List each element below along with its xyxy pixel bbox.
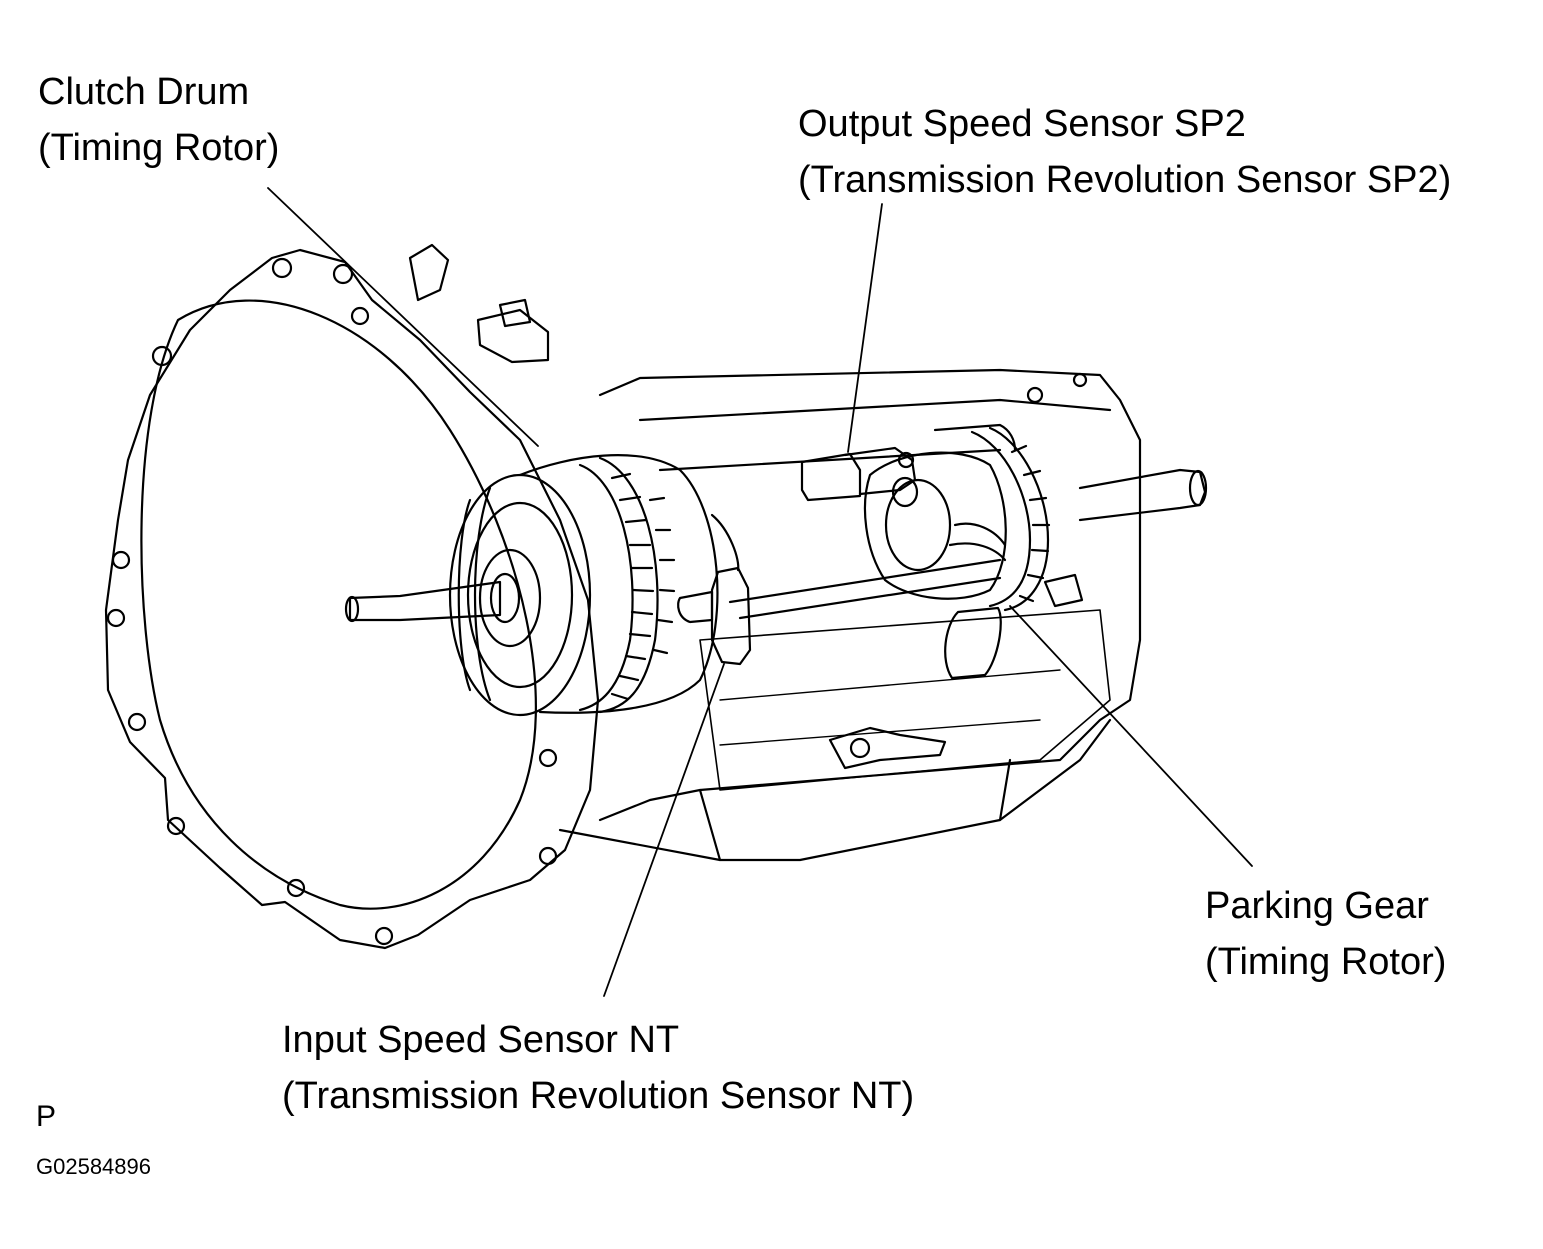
label-clutch-drum: Clutch Drum (Timing Rotor) [38,64,279,176]
output-speed-sensor-title: Output Speed Sensor SP2 [798,103,1246,145]
lower-bracket [828,726,947,770]
rotor-stripe [953,522,1007,547]
output-speed-sensor-mount [843,446,917,496]
bolt-hole [111,550,131,570]
clutch-drum-title: Clutch Drum [38,71,250,113]
bolt-hole [350,306,370,326]
bolt-hole [151,345,173,367]
bolt-hole [166,816,186,836]
friction-plate [457,498,472,692]
output-rotor-housing [863,451,1007,600]
clutch-drum-body [518,454,719,714]
parking-gear [988,426,1050,612]
bolt-hole [538,748,558,768]
long-shaft [738,576,1002,620]
case-bolt [1072,372,1088,388]
input-speed-sensor-bracket [710,513,740,572]
output-speed-sensor-subtitle: (Transmission Revolution Sensor SP2) [798,159,1452,201]
top-fitting [476,308,550,364]
bolt-hole [106,608,126,628]
clutch-drum-face-inner [466,501,574,689]
parking-gear [970,430,1032,608]
clutch-drum-subtitle: (Timing Rotor) [38,127,280,169]
main-case-lower [558,718,1112,862]
bolt-hole [286,878,306,898]
label-output-speed-sensor: Output Speed Sensor SP2 (Transmission Re… [798,96,1451,208]
parking-gear-ring [933,423,1017,452]
bolt-hole [374,926,394,946]
bolt-hole [538,846,558,866]
output-shaft-end [1188,469,1208,507]
valve-body-line [719,669,1061,701]
case-ridge [698,788,722,862]
main-case [598,368,1142,822]
output-shaft [1078,468,1207,522]
input-shaft [348,580,502,622]
figure-id: G02584896 [36,1154,151,1179]
label-parking-gear: Parking Gear (Timing Rotor) [1205,878,1446,990]
parking-pawl [944,606,1002,680]
footer-marker: P [36,1100,57,1133]
case-ridge [998,758,1012,822]
leader-parking-gear [1009,605,1253,867]
parking-gear-subtitle: (Timing Rotor) [1205,941,1447,983]
rotor-stripe [948,542,1007,562]
valve-body [699,609,1111,791]
input-speed-sensor-tip [677,590,714,624]
lower-bolt [849,737,871,759]
output-rotor-bore [884,478,952,572]
long-shaft [728,558,1002,604]
input-shaft-end [344,595,360,623]
leader-clutch-drum [267,187,539,447]
clutch-hub-bore [489,572,521,624]
case-bolt [1026,386,1044,404]
clutch-drum-rim [578,463,634,712]
input-speed-sensor-subtitle: (Transmission Revolution Sensor NT) [282,1075,915,1117]
friction-plate [473,486,492,702]
bell-housing-inner [140,299,537,910]
parking-gear-teeth [1010,444,1051,603]
parking-gear-title: Parking Gear [1205,885,1429,927]
valve-body-line [719,719,1041,746]
clutch-drum-teeth [610,472,676,701]
output-speed-sensor-hole [897,451,915,469]
top-fitting [498,298,532,328]
clutch-hub [478,548,542,648]
case-ridge [638,398,1112,422]
leader-output-speed-sensor [847,203,883,453]
clutch-drum-rim [598,456,659,714]
top-fitting [408,243,450,302]
side-boss [1043,573,1084,608]
bell-housing-outline [104,248,600,950]
leader-input-speed-sensor [603,663,725,997]
bolt-hole [127,712,147,732]
output-speed-sensor-boss [891,476,919,508]
bolt-hole [332,263,354,285]
label-input-speed-sensor: Input Speed Sensor NT (Transmission Revo… [282,1012,914,1124]
input-speed-sensor-title: Input Speed Sensor NT [282,1019,680,1061]
bolt-hole [271,257,293,279]
